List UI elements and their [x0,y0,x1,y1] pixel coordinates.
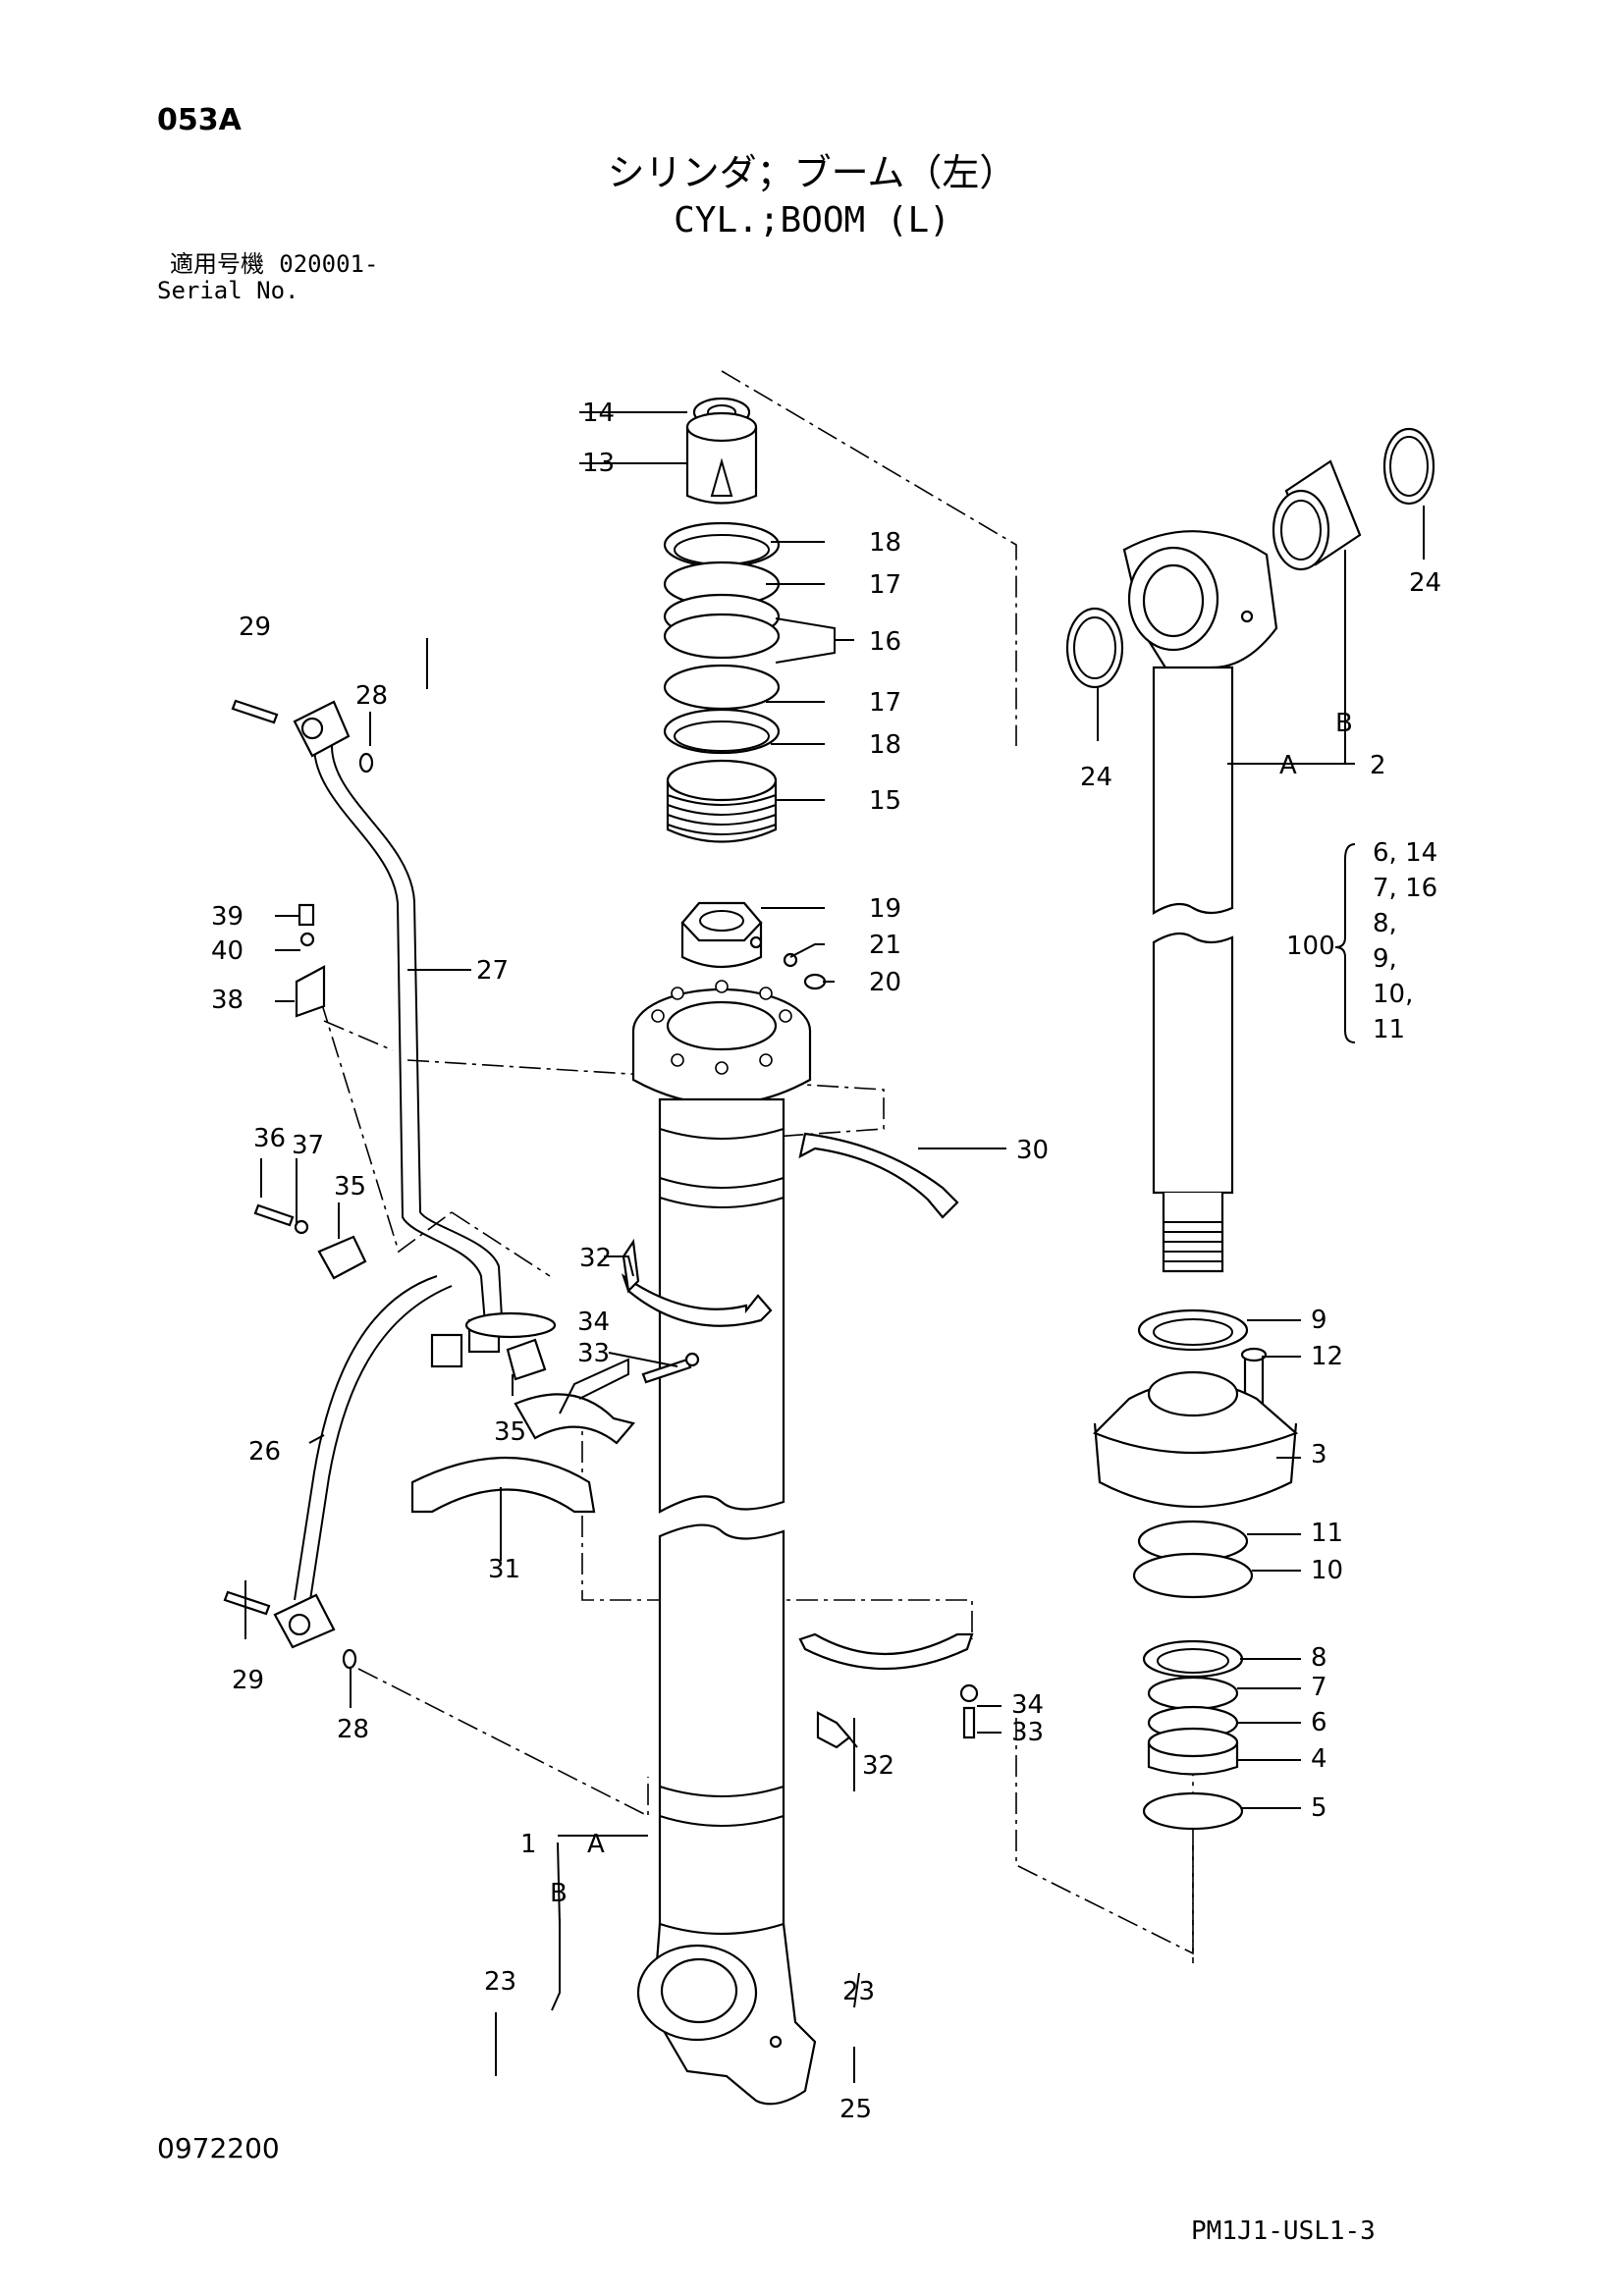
kit-item-2: 7, 16 [1373,874,1437,903]
callout-4: 4 [1311,1744,1327,1774]
callout-31: 31 [488,1555,520,1584]
kit-item-3: 8, [1373,909,1397,938]
callout-17b: 17 [869,688,901,718]
kit-item-4: 9, [1373,944,1397,974]
callout-29a: 29 [239,613,271,642]
callout-39: 39 [211,902,244,932]
cylinder-head-assembly [663,397,827,990]
callout-28b: 28 [337,1715,369,1744]
page-title-japanese: シリンダ；ブーム（左） [607,151,1017,194]
callout-34a: 34 [577,1308,610,1337]
callout-20: 20 [869,968,901,997]
callout-18b: 18 [869,730,901,760]
callout-29b: 29 [232,1666,264,1695]
callout-36: 36 [253,1124,286,1153]
page-code: 053A [157,103,242,137]
callout-26: 26 [248,1437,281,1467]
callout-35b: 35 [494,1417,526,1447]
callout-38: 38 [211,986,244,1015]
callout-37: 37 [292,1131,324,1160]
seal-kit-group: 100 6, 14 7, 16 8, 9, 10, 11 [1286,838,1437,1044]
letter-B-tube: B [550,1879,568,1908]
piston-rod [1122,530,1278,1273]
letter-B-rod: B [1335,709,1353,738]
callout-1: 1 [520,1830,537,1859]
callout-5: 5 [1311,1793,1327,1823]
kit-item-1: 6, 14 [1373,838,1437,868]
kit-item-5: 10, [1373,980,1413,1009]
callout-2: 2 [1370,751,1386,780]
callout-34b: 34 [1011,1690,1044,1720]
letter-A-rod: A [1279,751,1297,780]
callout-40: 40 [211,936,244,966]
kit-number: 100 [1286,932,1335,961]
letter-A-tube: A [587,1830,605,1859]
rod-eye-bushings [1065,427,1435,689]
callout-6: 6 [1311,1708,1327,1737]
rod-cover-assembly [1093,1308,1299,1831]
callout-17a: 17 [869,570,901,600]
callout-33a: 33 [577,1339,610,1368]
callout-24a: 24 [1080,763,1112,792]
serial-value: 020001- [279,250,379,278]
serial-label-japanese: 適用号機 020001- [170,252,378,276]
callout-15: 15 [869,786,901,816]
callout-9: 9 [1311,1306,1327,1335]
part-callouts: 1 2 3 4 5 6 7 8 9 10 11 12 13 14 15 16 1… [211,399,1441,2124]
serial-label-jp-text: 適用号機 [170,250,264,278]
callout-30: 30 [1016,1136,1049,1165]
callout-13: 13 [582,449,615,478]
pipe-assemblies [273,700,504,1649]
callout-24b: 24 [1409,568,1441,598]
callout-14: 14 [582,399,615,428]
callout-11: 11 [1311,1519,1343,1548]
callout-32a: 32 [579,1244,612,1273]
callout-32b: 32 [862,1751,894,1781]
callout-8: 8 [1311,1643,1327,1673]
callout-18a: 18 [869,528,901,558]
bolts-and-small-parts [223,699,979,1749]
cylinder-tube [631,980,817,2106]
callout-19: 19 [869,894,901,924]
callout-33b: 33 [1011,1718,1044,1747]
callout-7: 7 [1311,1673,1327,1702]
callout-3: 3 [1311,1440,1327,1469]
callout-27: 27 [476,956,509,986]
callout-35a: 35 [334,1172,366,1201]
callout-23a: 23 [484,1967,516,1997]
leader-lines [244,411,1425,2083]
sheet-identifier: PM1J1-USL1-3 [1191,2216,1376,2246]
document-number: 0972200 [157,2132,280,2164]
callout-25: 25 [839,2095,872,2124]
callout-12: 12 [1311,1342,1343,1371]
kit-item-6: 11 [1373,1015,1405,1044]
callout-23b: 23 [842,1977,875,2006]
page-title-english: CYL.;BOOM (L) [674,200,950,240]
callout-16: 16 [869,627,901,657]
serial-label-english: Serial No. [157,277,299,304]
callout-21: 21 [869,931,901,960]
callout-28a: 28 [355,681,388,711]
callout-10: 10 [1311,1556,1343,1585]
